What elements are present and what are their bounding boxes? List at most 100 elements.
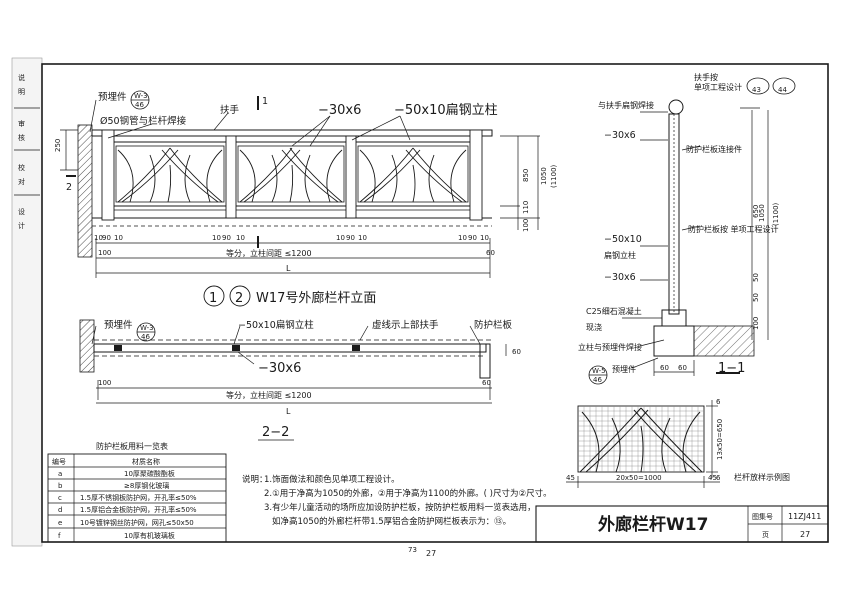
table-cell-material: 10厚聚碳酸酯板 bbox=[124, 469, 175, 478]
section-dim-50: 50 bbox=[752, 273, 760, 282]
section-dim-1100: (1100) bbox=[772, 202, 780, 226]
side-stamp-char: 校 bbox=[18, 163, 25, 172]
section-post-label2: 扁钢立柱 bbox=[604, 250, 636, 260]
section-guard-label: 防护栏板按 单项工程设计 bbox=[688, 224, 779, 234]
railing-plan bbox=[79, 319, 507, 404]
section-embed-label: 预埋件 bbox=[612, 364, 636, 374]
section-ref-callout: 43 44 bbox=[746, 77, 796, 95]
section-callout: W-5 46 bbox=[588, 365, 608, 385]
page-label: 页 bbox=[762, 531, 769, 539]
section-callout-page: 46 bbox=[593, 376, 602, 384]
section-ref-43: 43 bbox=[752, 86, 761, 94]
elevation-dim-total: L bbox=[286, 264, 291, 273]
plan-callout: W-3 46 bbox=[136, 322, 156, 342]
section-post-label1: −50x10 bbox=[604, 234, 642, 245]
elevation-handrail-label: 扶手 bbox=[220, 104, 240, 116]
section-callout-code: W-5 bbox=[592, 367, 606, 375]
plan-guard-label: 防护栏板 bbox=[474, 319, 513, 331]
side-stamp-char: 核 bbox=[18, 133, 25, 142]
sheet-frame bbox=[41, 63, 829, 543]
elevation-dim-10: 10 bbox=[114, 234, 123, 242]
elevation-dim-90: 90 bbox=[468, 234, 477, 242]
table-cell-code: a bbox=[58, 470, 62, 478]
elevation-dim-60: 60 bbox=[486, 249, 495, 257]
notes: 说明： 1.饰面做法和颜色见单项工程设计。 2.①用于净高为1050的外廊，②用… bbox=[242, 474, 552, 527]
table-cell-code: b bbox=[58, 482, 63, 490]
notes-title: 说明： bbox=[242, 474, 268, 485]
pattern-caption: 栏杆放样示例图 bbox=[734, 472, 790, 482]
table-header-code: 编号 bbox=[52, 457, 66, 466]
pattern-example bbox=[566, 400, 720, 488]
railing-section bbox=[622, 99, 769, 376]
section-dim-100: 100 bbox=[752, 317, 760, 330]
side-stamp-char: 设 bbox=[18, 207, 25, 216]
elevation-dim-850: 850 bbox=[522, 169, 530, 182]
plan-side-dim: 60 bbox=[512, 348, 521, 356]
elevation-dim-250: 250 bbox=[54, 139, 62, 152]
elevation-post-label: −50x10扁钢立柱 bbox=[394, 103, 498, 118]
pattern-dim-6: 6 bbox=[716, 474, 721, 482]
section-dim-650: 650 bbox=[752, 205, 760, 218]
elevation-dim-10: 10 bbox=[212, 234, 221, 242]
plan-dim-100: 100 bbox=[98, 379, 111, 387]
plan-dim-span: 等分，立柱间距 ≤1200 bbox=[226, 390, 312, 400]
side-stamp-char: 说 bbox=[18, 73, 25, 82]
side-stamp: 说 明 审 核 校 对 设 计 bbox=[14, 73, 40, 230]
elevation-tube-label: Ø50钢管与栏杆焊接 bbox=[100, 115, 187, 127]
plan-post-label: −50x10扁钢立柱 bbox=[238, 319, 314, 331]
side-stamp-char: 对 bbox=[18, 177, 25, 186]
plan-rail-label: 虚线示上部扶手 bbox=[372, 319, 439, 331]
side-stamp-char: 计 bbox=[18, 221, 25, 230]
table-cell-material: 10号镀锌钢丝防护网，网孔≤50x50 bbox=[80, 518, 194, 527]
table-cell-code: c bbox=[58, 494, 62, 502]
elevation-dim-90: 90 bbox=[102, 234, 111, 242]
elevation-dim-1050: 1050 bbox=[540, 167, 548, 185]
section-ref-44: 44 bbox=[778, 86, 787, 94]
section-dim-60: 60 bbox=[660, 364, 669, 372]
pattern-dim-height: 13x50=650 bbox=[716, 419, 724, 460]
elevation-dim-90: 90 bbox=[346, 234, 355, 242]
faded-page-number: 73 bbox=[408, 546, 417, 554]
elevation-dim-span: 等分，立柱间距 ≤1200 bbox=[226, 248, 312, 258]
elevation-bar-label: −30x6 bbox=[318, 103, 361, 118]
material-table: 防护栏板用料一览表 编号 材质名称 a 10厚聚碳酸酯板 b ≥8厚钢化玻璃 c… bbox=[47, 441, 227, 543]
notes-line: 2.①用于净高为1050的外廊，②用于净高为1100的外廊。( )尺寸为②尺寸。 bbox=[264, 488, 552, 499]
notes-line: 3.有少年儿童活动的场所应加设防护栏板，按防护栏板用料一览表选用， bbox=[264, 502, 536, 513]
section-pour-label: 现浇 bbox=[586, 322, 602, 332]
page-value: 27 bbox=[800, 530, 810, 539]
plan-callout-page: 46 bbox=[141, 333, 150, 341]
elevation-dim-10: 10 bbox=[480, 234, 489, 242]
elevation-embed-label: 预埋件 bbox=[98, 91, 127, 103]
atlas-value: 11ZJ411 bbox=[788, 512, 821, 521]
elevation-title-num1: 1 bbox=[209, 291, 217, 306]
title-block: 外廊栏杆W17 图集号 11ZJ411 页 27 bbox=[535, 505, 829, 543]
elevation-dim-90: 90 bbox=[222, 234, 231, 242]
elevation-dim-10: 10 bbox=[94, 234, 103, 242]
pattern-dim-45: 45 bbox=[708, 474, 717, 482]
pattern-dim-6: 6 bbox=[716, 398, 721, 406]
section-dim-50: 50 bbox=[752, 293, 760, 302]
pattern-dim-span: 20x50=1000 bbox=[616, 474, 662, 482]
elevation-dim-10: 10 bbox=[236, 234, 245, 242]
table-cell-code: d bbox=[58, 506, 62, 514]
elevation-callout-page: 46 bbox=[135, 101, 144, 109]
table-cell-material: 10厚有机玻璃板 bbox=[124, 531, 175, 540]
elevation-dim-10: 10 bbox=[458, 234, 467, 242]
pattern-dim-45: 45 bbox=[566, 474, 575, 482]
side-stamp-char: 明 bbox=[18, 88, 25, 96]
elevation-dim-110: 110 bbox=[522, 201, 530, 214]
section-weld2-label: 立柱与预埋件焊接 bbox=[578, 342, 642, 352]
table-cell-code: f bbox=[58, 532, 61, 540]
elevation-title: 1 2 W17号外廊栏杆立面 bbox=[203, 285, 376, 307]
elevation-callout-code: W-3 bbox=[134, 92, 148, 100]
elevation-title-text: W17号外廊栏杆立面 bbox=[256, 290, 376, 306]
elevation-dim-10: 10 bbox=[336, 234, 345, 242]
section-connector-label: 防护栏板连接件 bbox=[686, 144, 742, 154]
plan-dim-60: 60 bbox=[482, 379, 491, 387]
elevation-title-num2: 2 bbox=[235, 291, 243, 306]
section-title: 1−1 bbox=[718, 361, 745, 376]
plan-embed-label: 预埋件 bbox=[104, 319, 133, 331]
sheet-binding-strip bbox=[11, 57, 43, 547]
section-bar2-label: −30x6 bbox=[604, 272, 636, 283]
